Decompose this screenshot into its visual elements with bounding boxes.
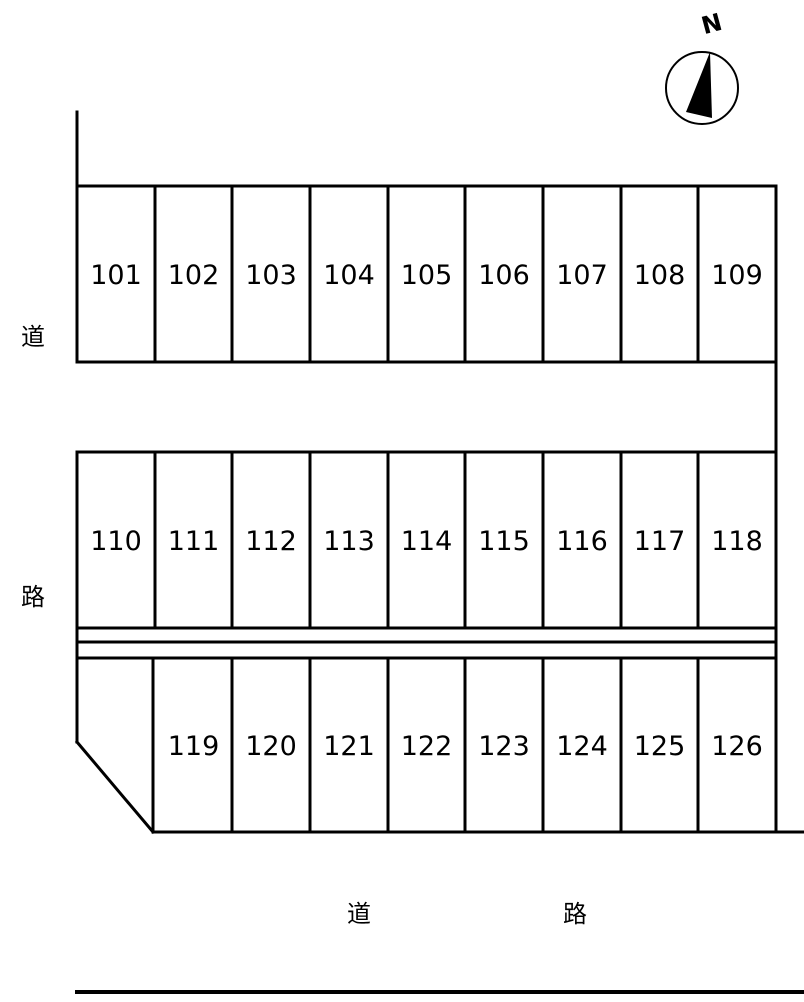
road-bottom-char-right: 路 xyxy=(563,900,587,928)
lot-126-label: 126 xyxy=(711,731,763,762)
compass-north-label: N xyxy=(698,8,725,40)
lot-103-label: 103 xyxy=(245,260,297,291)
lot-111-label: 111 xyxy=(168,526,220,557)
lot-116-label: 116 xyxy=(556,526,608,557)
lot-121-label: 121 xyxy=(323,731,375,762)
road-left-char-top: 道 xyxy=(21,323,45,351)
lot-105-label: 105 xyxy=(401,260,453,291)
compass-needle-icon xyxy=(686,52,712,118)
lot-107-label: 107 xyxy=(556,260,608,291)
lot-104-label: 104 xyxy=(323,260,375,291)
lot-120-label: 120 xyxy=(245,731,297,762)
compass-circle-icon xyxy=(665,51,739,125)
lot-123-label: 123 xyxy=(478,731,530,762)
lot-124-label: 124 xyxy=(556,731,608,762)
lot-110-label: 110 xyxy=(90,526,142,557)
lot-109-label: 109 xyxy=(711,260,763,291)
north-compass: N xyxy=(665,8,739,125)
lot-117-label: 117 xyxy=(634,526,686,557)
lot-114-label: 114 xyxy=(401,526,453,557)
lot-119-label: 119 xyxy=(168,731,220,762)
lot-112-label: 112 xyxy=(245,526,297,557)
lot-115-label: 115 xyxy=(478,526,530,557)
row2-outline xyxy=(75,450,778,630)
lot-118-label: 118 xyxy=(711,526,763,557)
lot-125-label: 125 xyxy=(634,731,686,762)
road-left-char-bottom: 路 xyxy=(21,583,45,611)
lot-122-label: 122 xyxy=(401,731,453,762)
lot-106-label: 106 xyxy=(478,260,530,291)
road-bottom-char-left: 道 xyxy=(347,900,371,928)
lot-101-label: 101 xyxy=(90,260,142,291)
lot-108-label: 108 xyxy=(634,260,686,291)
corner-diagonal-line xyxy=(74,739,156,835)
lot-113-label: 113 xyxy=(323,526,375,557)
lot-102-label: 102 xyxy=(168,260,220,291)
